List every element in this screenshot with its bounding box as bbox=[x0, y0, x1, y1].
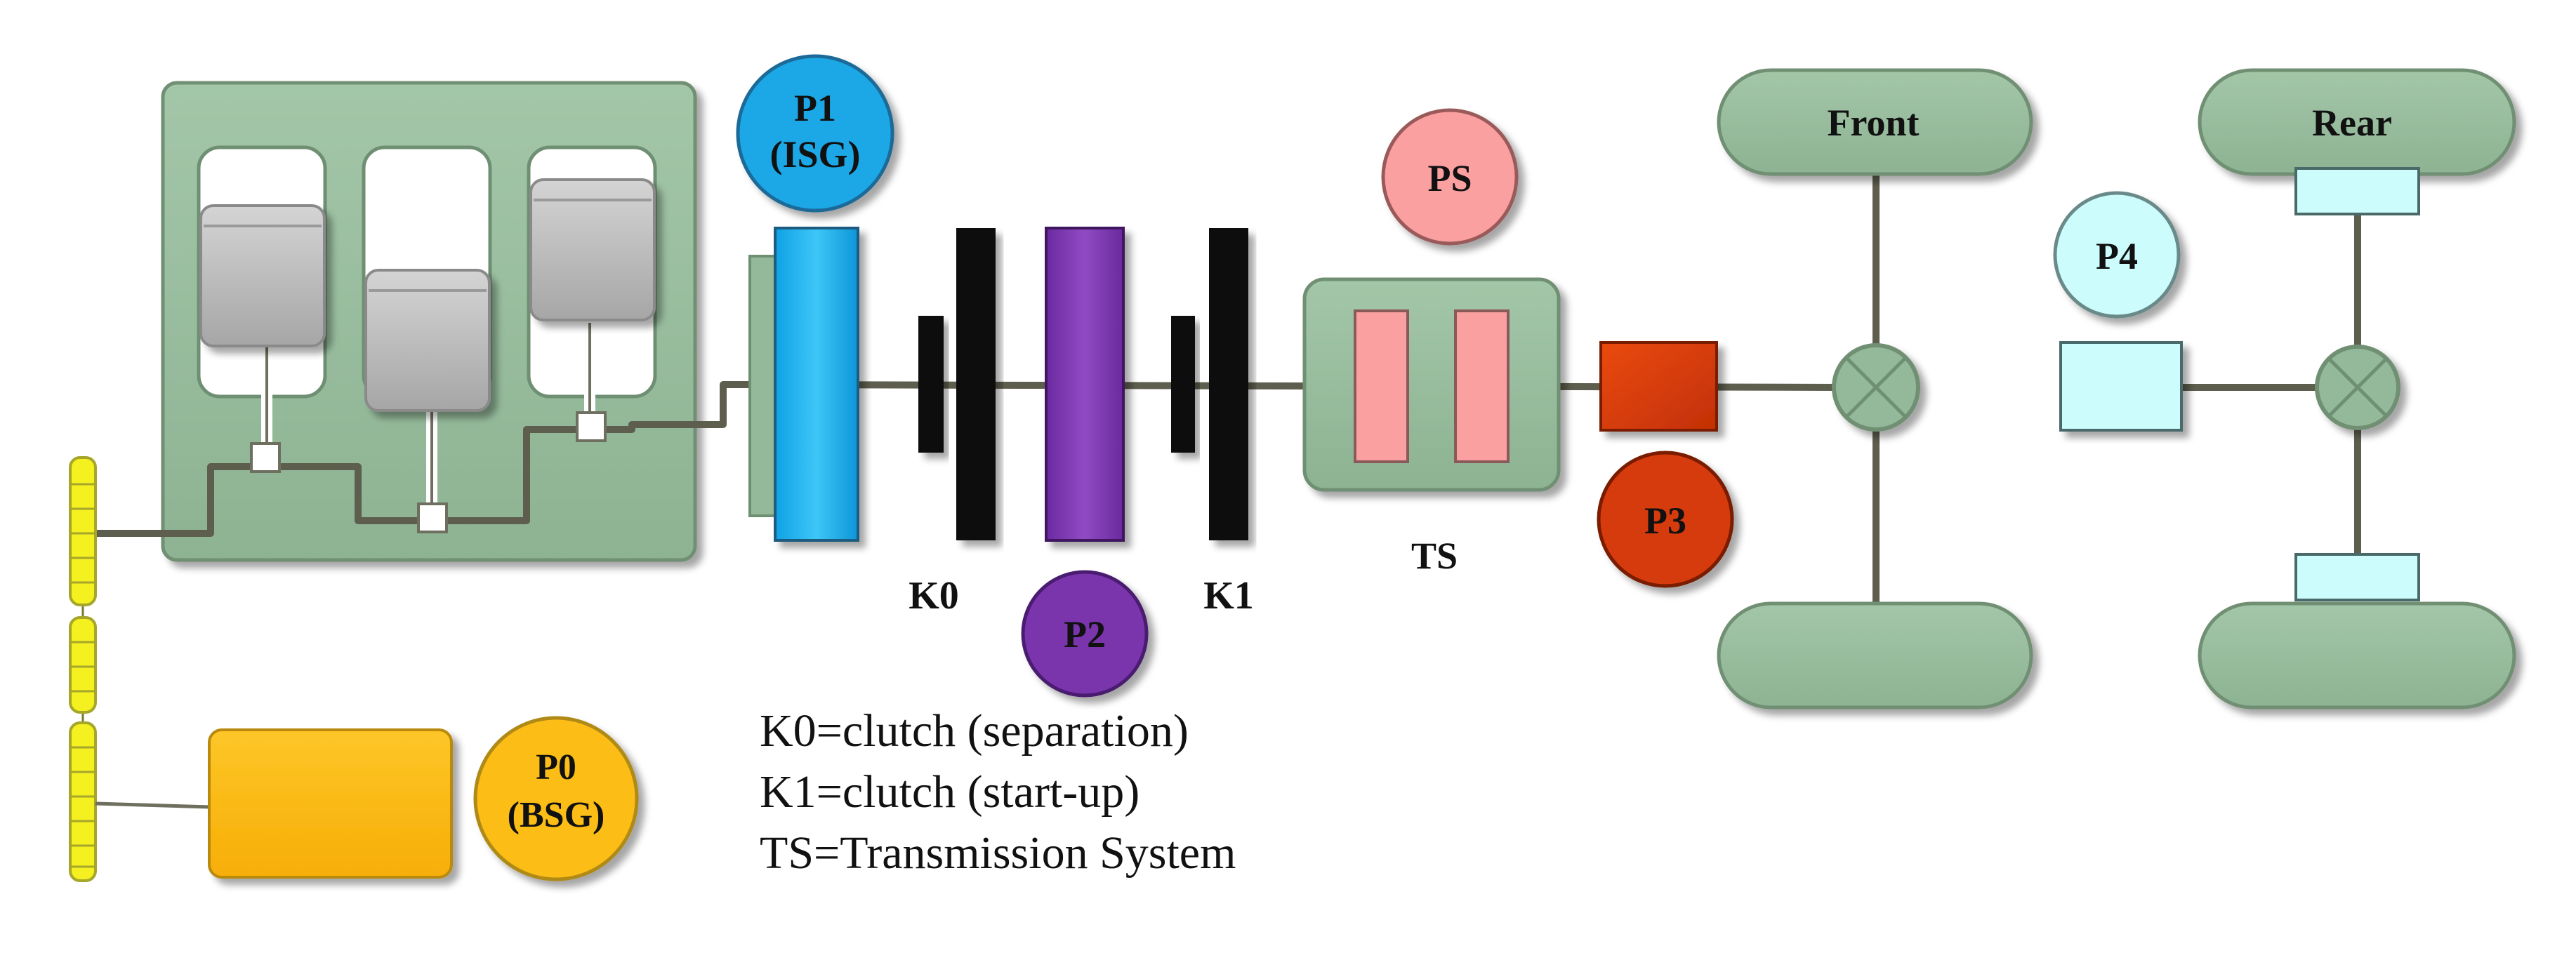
rear-hub-motor-top bbox=[2294, 167, 2420, 215]
piston-2 bbox=[364, 269, 491, 412]
rear-axle bbox=[2059, 68, 2516, 709]
k0-clutch bbox=[918, 228, 996, 540]
rear-label: Rear bbox=[2312, 102, 2392, 144]
p1-isg-circle: P1 (ISG) bbox=[736, 54, 894, 213]
front-axle bbox=[1717, 68, 2033, 709]
p3-label: P3 bbox=[1644, 500, 1686, 542]
ts-gear-1 bbox=[1354, 309, 1409, 463]
p4-circle: P4 bbox=[2053, 191, 2181, 319]
front-differential bbox=[1832, 343, 1920, 432]
p3-circle: P3 bbox=[1597, 451, 1734, 588]
ts-gear-2 bbox=[1454, 309, 1510, 463]
legend-item-k1: K1=clutch (start-up) bbox=[760, 766, 1140, 818]
p2-motor bbox=[1045, 227, 1125, 542]
legend: K0=clutch (separation) K1=clutch (start-… bbox=[760, 705, 1236, 879]
piston-1 bbox=[199, 204, 326, 347]
k0-label: K0 bbox=[909, 574, 959, 618]
k1-label: K1 bbox=[1203, 574, 1254, 618]
ts-label: TS bbox=[1411, 535, 1458, 577]
accessory-belt bbox=[69, 456, 97, 882]
transmission-system bbox=[1302, 277, 1561, 492]
rear-wheel-bottom bbox=[2198, 601, 2516, 709]
legend-item-ts: TS=Transmission System bbox=[760, 827, 1236, 879]
p1-sublabel: (ISG) bbox=[770, 133, 860, 175]
p1-backplate bbox=[748, 255, 779, 517]
p1-isg-motor bbox=[774, 227, 859, 542]
front-wheel-top bbox=[1717, 68, 2033, 176]
p4-motor bbox=[2059, 341, 2183, 432]
ps-label: PS bbox=[1427, 157, 1472, 199]
ps-circle: PS bbox=[1381, 108, 1519, 246]
p0-bsg-circle: P0 (BSG) bbox=[473, 716, 639, 881]
piston-3 bbox=[529, 178, 656, 321]
front-label: Front bbox=[1828, 102, 1920, 144]
front-wheel-bottom bbox=[1717, 601, 2033, 709]
p1-label: P1 bbox=[794, 87, 836, 129]
crankshaft bbox=[97, 381, 755, 537]
p2-label: P2 bbox=[1064, 613, 1106, 655]
p0-bsg-box bbox=[208, 728, 453, 879]
p4-label: P4 bbox=[2096, 235, 2138, 277]
engine-block bbox=[97, 81, 755, 562]
p2-circle: P2 bbox=[1021, 570, 1149, 698]
p3-motor bbox=[1599, 341, 1718, 432]
p0-label: P0 bbox=[536, 747, 576, 787]
p0-sublabel: (BSG) bbox=[508, 795, 605, 835]
rear-hub-motor-bottom bbox=[2294, 553, 2420, 601]
legend-item-k0: K0=clutch (separation) bbox=[760, 705, 1189, 757]
rear-differential bbox=[2315, 345, 2400, 430]
k1-clutch bbox=[1171, 228, 1248, 540]
p0-belt-link bbox=[95, 801, 211, 809]
